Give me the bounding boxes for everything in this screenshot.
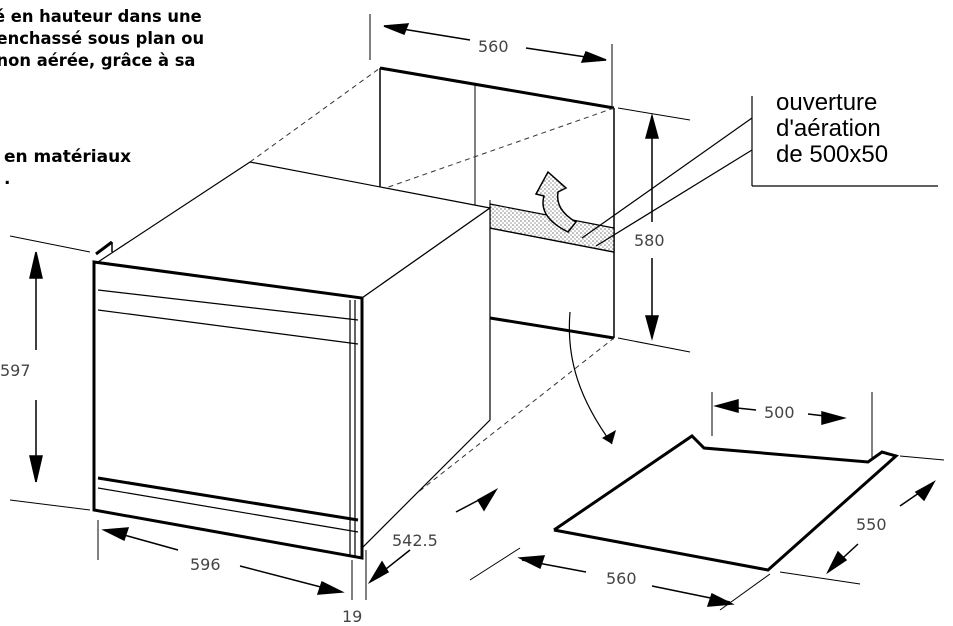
materials-line-1: en matériaux [4,147,132,167]
shelf-cutout-plate [553,311,900,572]
oven-body [92,161,492,560]
intro-line-1: ré en hauteur dans une [0,7,202,27]
dim-cutout-width: 500 [764,403,795,422]
dim-shelf-depth: 550 [856,515,887,534]
ventilation-note-line-1: ouverture [776,89,878,116]
dim-oven-width: 596 [190,555,221,574]
dim-niche-width: 560 [478,37,509,56]
dim-niche-height: 580 [634,231,665,250]
intro-paragraph: ré en hauteur dans une enchassé sous pla… [0,6,204,72]
dimension-arrows [29,23,936,607]
intro-line-2: enchassé sous plan ou [0,29,205,49]
airflow-arrow-icon [534,170,578,233]
ventilation-note-line-3: de 500x50 [776,141,889,168]
materials-line-2: . [4,169,11,189]
materials-paragraph: en matériaux . [4,146,131,190]
extension-lines [9,14,945,611]
dim-oven-depth: 542.5 [392,531,438,550]
note-leader-lines [581,96,938,247]
dim-oven-height: 597 [0,361,31,380]
ventilation-note-line-2: d'aération [776,115,881,142]
ventilation-note: ouverture d'aération de 500x50 [776,90,888,168]
intro-line-3: non aérée, grâce à sa [0,51,196,71]
dim-shelf-width: 560 [606,569,637,588]
dim-front-thickness: 19 [342,607,362,626]
